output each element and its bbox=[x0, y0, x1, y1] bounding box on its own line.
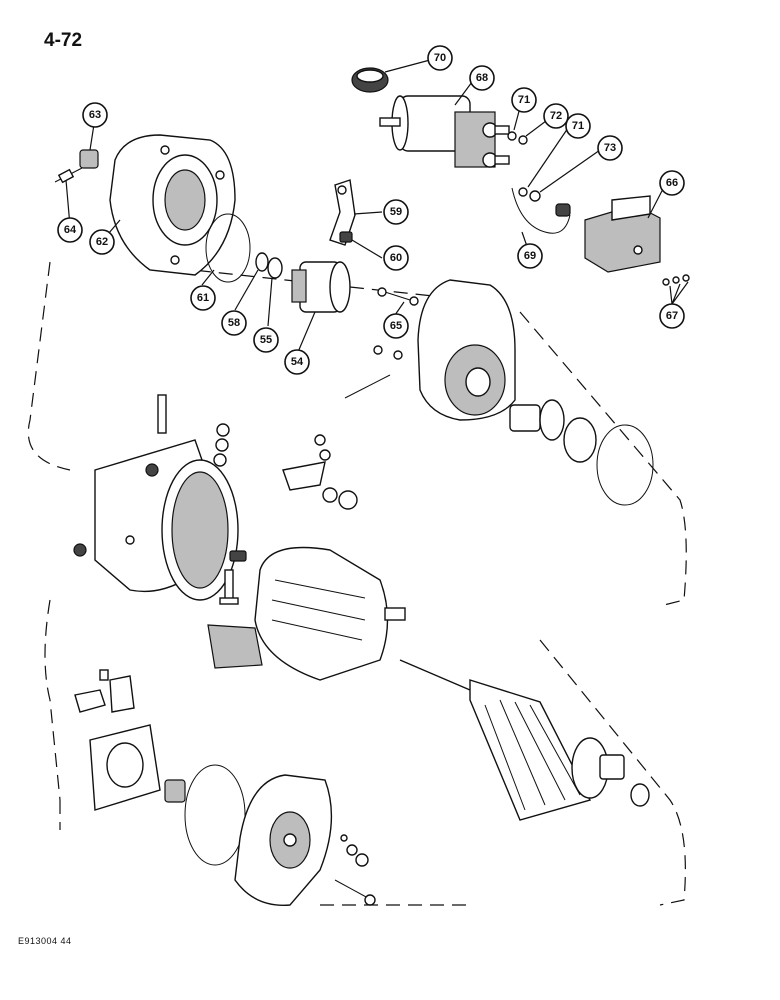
housing-o-ring bbox=[596, 424, 654, 506]
solenoid-cover bbox=[584, 195, 661, 273]
field-frame bbox=[94, 439, 239, 601]
callout-65-label: 65 bbox=[390, 320, 402, 332]
callout-64-label: 64 bbox=[64, 224, 77, 236]
small-hardware bbox=[507, 131, 541, 202]
shaft-bushing bbox=[509, 399, 597, 463]
callout-59-label: 59 bbox=[390, 206, 402, 218]
drive-pinion bbox=[291, 261, 351, 313]
retainer-ring bbox=[267, 257, 283, 279]
lever-bolt bbox=[377, 287, 419, 306]
callout-69-label: 69 bbox=[524, 250, 536, 262]
callout-63: 63 bbox=[82, 102, 108, 128]
lever-pad bbox=[339, 231, 353, 243]
frame-screw bbox=[73, 543, 87, 557]
solenoid bbox=[379, 95, 510, 168]
plunger-bolt bbox=[344, 345, 403, 399]
through-bolt bbox=[54, 167, 83, 184]
callout-67-label: 67 bbox=[666, 310, 678, 322]
field-terminal-stud bbox=[157, 394, 230, 467]
pole-shoe bbox=[207, 550, 263, 669]
field-coils bbox=[254, 546, 406, 681]
callout-62: 62 bbox=[89, 229, 115, 255]
end-cap-hardware bbox=[334, 834, 376, 906]
callout-61: 61 bbox=[190, 285, 216, 311]
callout-65: 65 bbox=[383, 313, 409, 339]
callout-58-label: 58 bbox=[228, 317, 240, 329]
callout-60-label: 60 bbox=[390, 252, 402, 264]
callout-66: 66 bbox=[659, 170, 685, 196]
solenoid-boot bbox=[351, 67, 389, 93]
end-o-ring bbox=[184, 764, 246, 866]
callout-61-label: 61 bbox=[197, 292, 209, 304]
callout-72-label: 72 bbox=[550, 110, 562, 122]
callout-69: 69 bbox=[517, 243, 543, 269]
callout-71a-label: 71 bbox=[518, 94, 530, 106]
callout-60: 60 bbox=[383, 245, 409, 271]
callout-71b-label: 71 bbox=[572, 120, 584, 132]
upper-assembly-boundary bbox=[27, 261, 687, 607]
drive-o-ring bbox=[205, 213, 251, 283]
callout-63-label: 63 bbox=[89, 109, 101, 121]
callout-55: 55 bbox=[253, 327, 279, 353]
bushing bbox=[79, 149, 99, 169]
shift-lever bbox=[329, 179, 356, 246]
callout-68: 68 bbox=[469, 65, 495, 91]
lever-housing bbox=[417, 279, 516, 421]
callout-72: 72 bbox=[543, 103, 569, 129]
callout-71a: 71 bbox=[511, 87, 537, 113]
armature bbox=[399, 659, 650, 821]
commutator-end-cap bbox=[234, 774, 333, 906]
drive-housing bbox=[109, 134, 236, 276]
page-number: 4-72 bbox=[44, 30, 83, 51]
callout-54: 54 bbox=[284, 349, 310, 375]
callout-73: 73 bbox=[597, 135, 623, 161]
callout-54-label: 54 bbox=[291, 356, 304, 368]
callout-67: 67 bbox=[659, 303, 685, 329]
callout-66-label: 66 bbox=[666, 177, 678, 189]
thrust-washer bbox=[255, 252, 269, 272]
figure-code: E913004 44 bbox=[18, 936, 72, 946]
callout-59: 59 bbox=[383, 199, 409, 225]
callout-70: 70 bbox=[427, 45, 453, 71]
terminal-bracket bbox=[282, 434, 358, 510]
callout-62-label: 62 bbox=[96, 236, 108, 248]
callout-55-label: 55 bbox=[260, 334, 272, 346]
callout-64: 64 bbox=[57, 217, 83, 243]
callout-68-label: 68 bbox=[476, 72, 488, 84]
callout-58: 58 bbox=[221, 310, 247, 336]
brush-holder bbox=[74, 669, 186, 811]
callout-73-label: 73 bbox=[604, 142, 616, 154]
solenoid-lead bbox=[511, 187, 571, 234]
callout-70-label: 70 bbox=[434, 52, 446, 64]
cover-screws bbox=[662, 274, 690, 286]
callout-71b: 71 bbox=[565, 113, 591, 139]
